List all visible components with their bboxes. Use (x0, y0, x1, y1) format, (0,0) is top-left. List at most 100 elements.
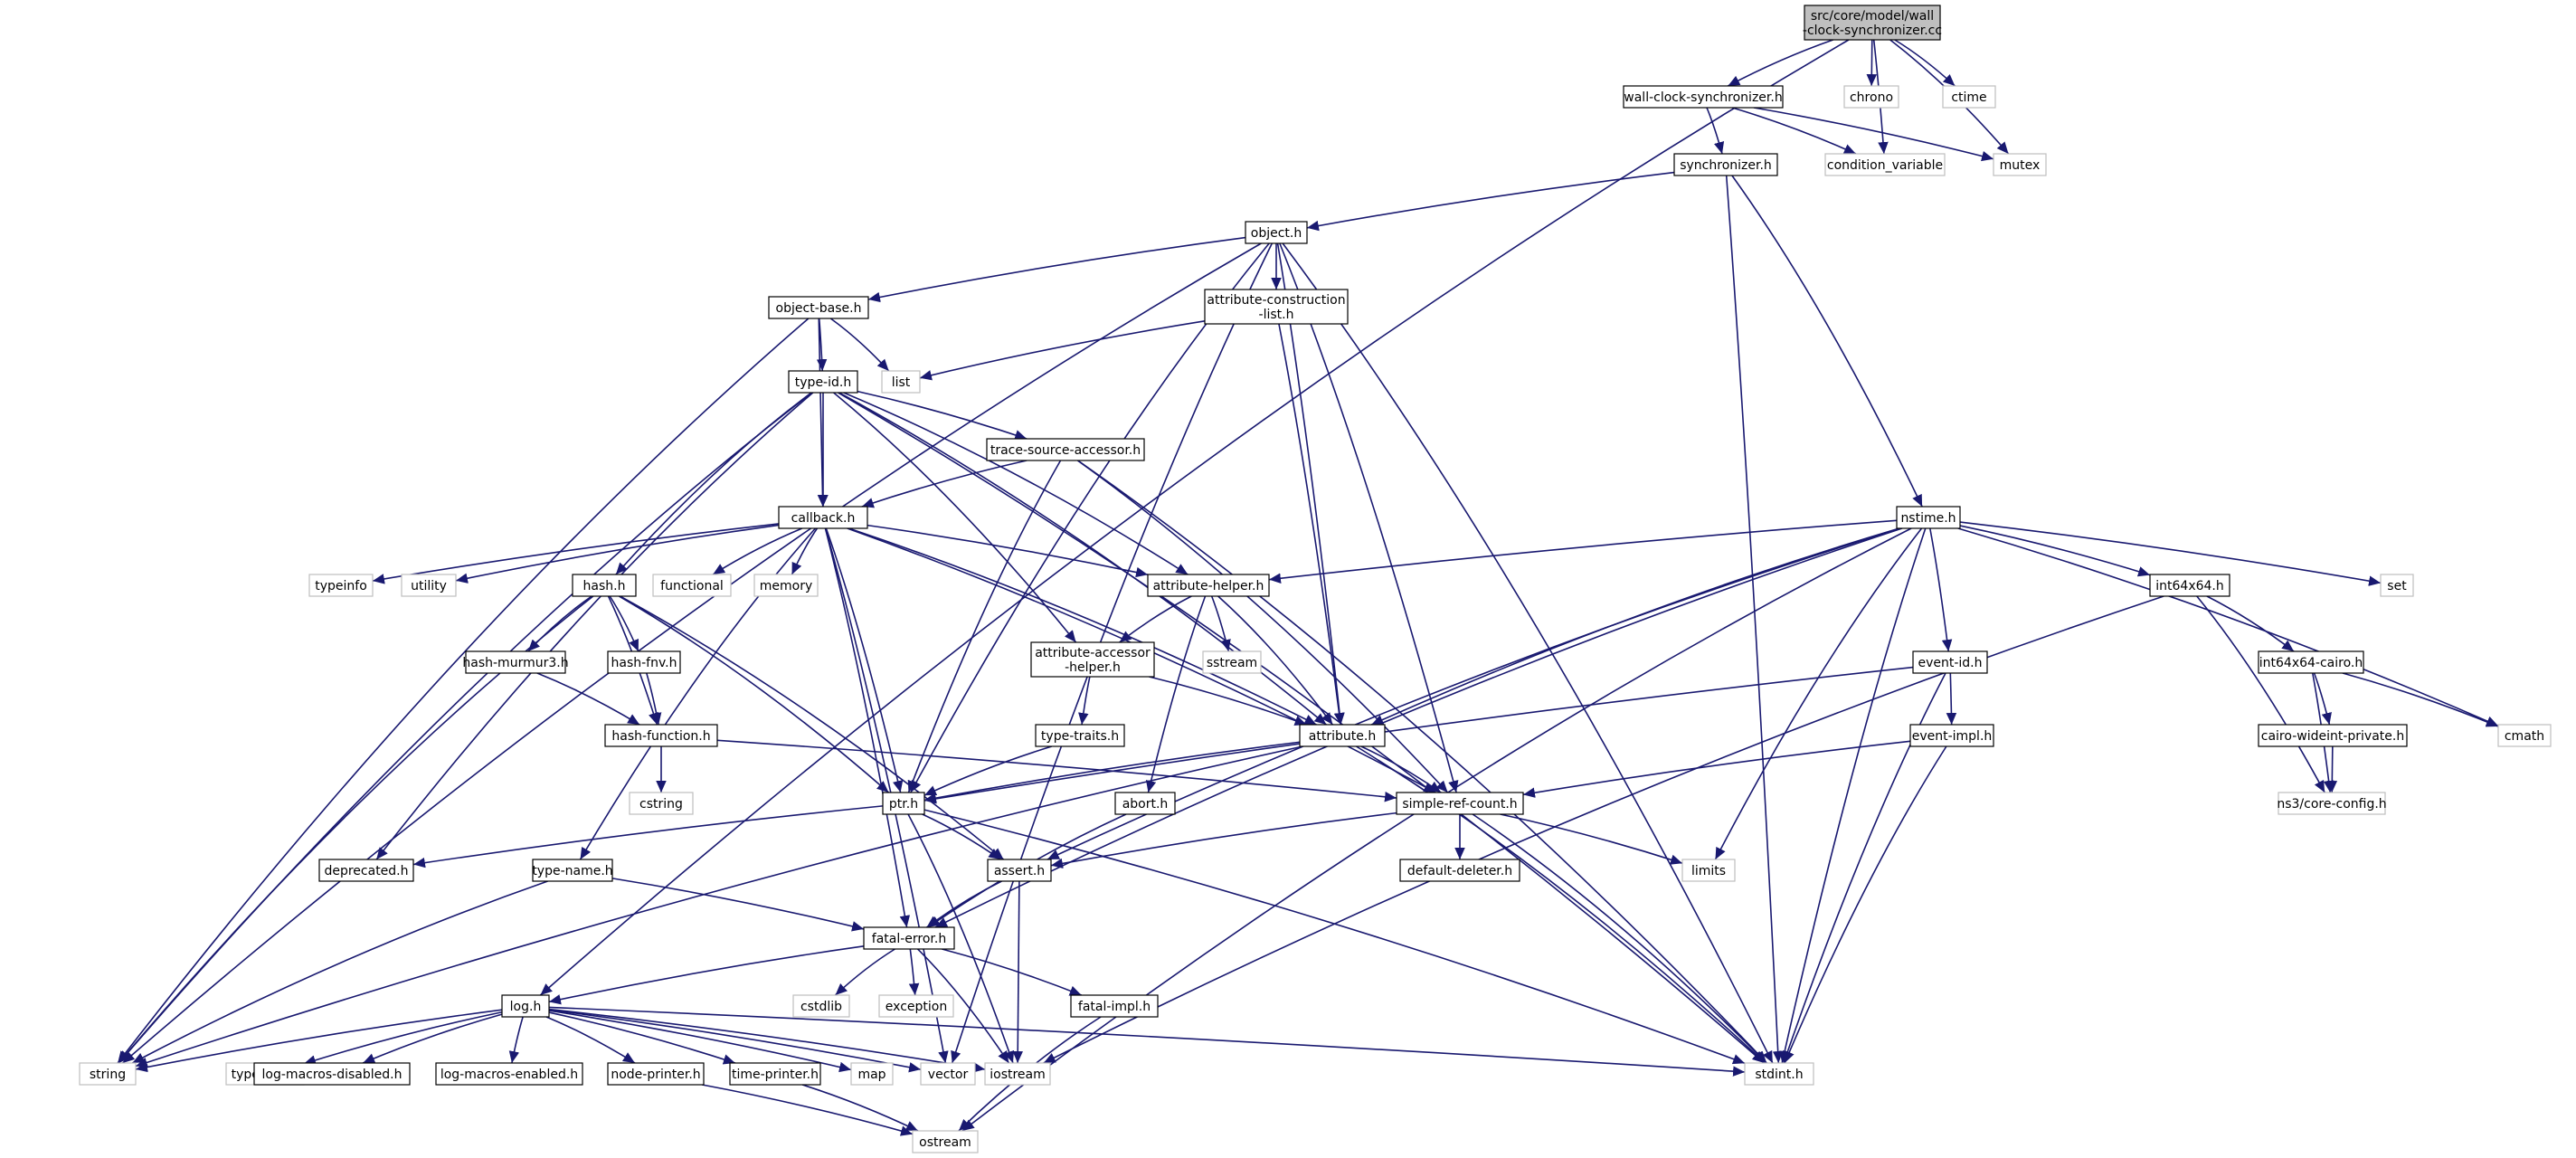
node-box (2278, 792, 2386, 815)
edge-wcs_h-to-condvar (1731, 107, 1857, 155)
edge-attr_constr-to-attribute (1278, 323, 1345, 726)
edge-callback-to-attribute (848, 527, 1317, 726)
node-box (501, 994, 550, 1018)
node-int64x64[interactable]: int64x64.h (2149, 574, 2230, 597)
node-layer: src/core/model/wall-clock-synchronizer.c… (79, 5, 2552, 1153)
node-root[interactable]: src/core/model/wall-clock-synchronizer.c… (1803, 5, 1942, 41)
node-attribute[interactable]: attribute.h (1299, 724, 1386, 747)
node-label: deprecated.h (324, 864, 408, 878)
node-attr-helper[interactable]: attribute-helper.h (1147, 574, 1270, 597)
node-box (1204, 289, 1349, 325)
node-label: assert.h (994, 864, 1045, 878)
node-label: fatal-impl.h (1078, 1000, 1151, 1014)
node-hash-fnv[interactable]: hash-fnv.h (607, 650, 681, 674)
node-fatal-impl[interactable]: fatal-impl.h (1070, 994, 1159, 1018)
node-label: event-id.h (1918, 656, 1982, 670)
edge-callback-to-functional (712, 527, 803, 575)
node-box (652, 574, 732, 597)
edge-hash_murmur3-to-hash_function (536, 672, 640, 726)
edge-type_id-to-trace_src (857, 390, 1028, 441)
node-assert[interactable]: assert.h (987, 859, 1052, 882)
node-attr-constr[interactable]: attribute-construction-list.h (1204, 289, 1349, 325)
node-cairo-wide[interactable]: cairo-wideint-private.h (2258, 724, 2408, 747)
node-hash-murmur3[interactable]: hash-murmur3.h (462, 650, 569, 674)
edge-fatal_error-to-iostream (917, 948, 1010, 1064)
node-nstime[interactable]: nstime.h (1896, 506, 1961, 529)
node-synchronizer[interactable]: synchronizer.h (1673, 153, 1778, 176)
node-event-impl[interactable]: event-impl.h (1909, 724, 1994, 747)
node-abort[interactable]: abort.h (1114, 792, 1176, 815)
node-box (850, 1062, 894, 1086)
node-box (79, 1062, 137, 1086)
node-fatal-error[interactable]: fatal-error.h (863, 926, 955, 950)
node-set: set (2380, 574, 2414, 597)
edge-assert-to-fatal_error (926, 880, 1002, 928)
node-box (629, 792, 694, 815)
node-event-id[interactable]: event-id.h (1912, 650, 1988, 674)
edge-event_id-to-ptr (923, 666, 1914, 804)
node-label: synchronizer.h (1680, 158, 1772, 173)
node-box (607, 650, 681, 674)
node-log[interactable]: log.h (501, 994, 550, 1018)
node-label: -clock-synchronizer.cc (1803, 24, 1942, 38)
node-ptr[interactable]: ptr.h (882, 792, 925, 815)
node-string: string (79, 1062, 137, 1086)
node-type-name[interactable]: type-name.h (532, 859, 613, 882)
node-default-deleter[interactable]: default-deleter.h (1399, 859, 1520, 882)
node-type-id[interactable]: type-id.h (788, 370, 858, 394)
node-label: hash.h (583, 579, 626, 593)
node-simple-ref[interactable]: simple-ref-count.h (1396, 792, 1524, 815)
node-label: limits (1691, 864, 1726, 878)
node-box (401, 574, 457, 597)
edge-nstime-to-int64x64 (1959, 525, 2151, 577)
node-type-traits-h[interactable]: type-traits.h (1035, 724, 1125, 747)
node-object-base[interactable]: object-base.h (768, 296, 869, 319)
node-box (435, 1062, 583, 1086)
node-label: -helper.h (1065, 660, 1121, 675)
edge-attribute-to-string (135, 745, 1303, 1068)
node-label: attribute-accessor (1035, 646, 1151, 660)
node-node-printer[interactable]: node-printer.h (607, 1062, 705, 1086)
node-log-macros-dis[interactable]: log-macros-disabled.h (253, 1062, 411, 1086)
node-trace-src[interactable]: trace-source-accessor.h (986, 438, 1145, 461)
node-cstring: cstring (629, 792, 694, 815)
edge-log-to-log_macros_dis (362, 1013, 503, 1064)
node-box (2149, 574, 2230, 597)
node-label: functional (660, 579, 724, 593)
node-box (532, 859, 613, 882)
node-box (1942, 85, 1996, 109)
edge-event_impl-to-stdint (1784, 745, 1947, 1064)
node-hash[interactable]: hash.h (572, 574, 637, 597)
node-attr-accessor[interactable]: attribute-accessor-helper.h (1030, 641, 1155, 678)
node-label: map (857, 1068, 886, 1082)
node-label: attribute-construction (1207, 293, 1345, 308)
edge-trace_src-to-simple_ref (1076, 460, 1449, 793)
node-label: simple-ref-count.h (1402, 797, 1517, 812)
edge-attr_helper-to-abort (1145, 595, 1207, 793)
node-label: string (90, 1068, 126, 1082)
node-wcs-h[interactable]: wall-clock-synchronizer.h (1623, 85, 1784, 109)
edge-object-to-vector (951, 242, 1274, 1064)
node-box (778, 506, 868, 529)
node-callback[interactable]: callback.h (778, 506, 868, 529)
edge-type_name-to-fatal_error (611, 878, 865, 932)
edge-attr_constr-to-list (919, 320, 1206, 381)
edge-node_printer-to-ostream (702, 1084, 914, 1136)
edge-synchronizer-to-nstime (1731, 175, 1923, 508)
node-object[interactable]: object.h (1245, 221, 1308, 244)
node-time-printer[interactable]: time-printer.h (729, 1062, 821, 1086)
edge-hash_fnv-to-hash_function (646, 672, 662, 726)
node-int64-cairo[interactable]: int64x64-cairo.h (2258, 650, 2364, 674)
edge-object_base-to-callback (817, 318, 829, 508)
node-hash-function[interactable]: hash-function.h (604, 724, 718, 747)
edge-int64x64-to-ns3_core_config (2196, 595, 2325, 793)
node-deprecated[interactable]: deprecated.h (318, 859, 414, 882)
edge-int64_cairo-to-cmath (2342, 672, 2499, 727)
node-log-macros-en[interactable]: log-macros-enabled.h (435, 1062, 583, 1086)
node-typeinfo: typeinfo (308, 574, 374, 597)
node-label: log.h (510, 1000, 542, 1014)
node-box (1896, 506, 1961, 529)
node-box (253, 1062, 411, 1086)
node-box (881, 370, 921, 394)
edge-object-to-stdint (1282, 242, 1774, 1064)
